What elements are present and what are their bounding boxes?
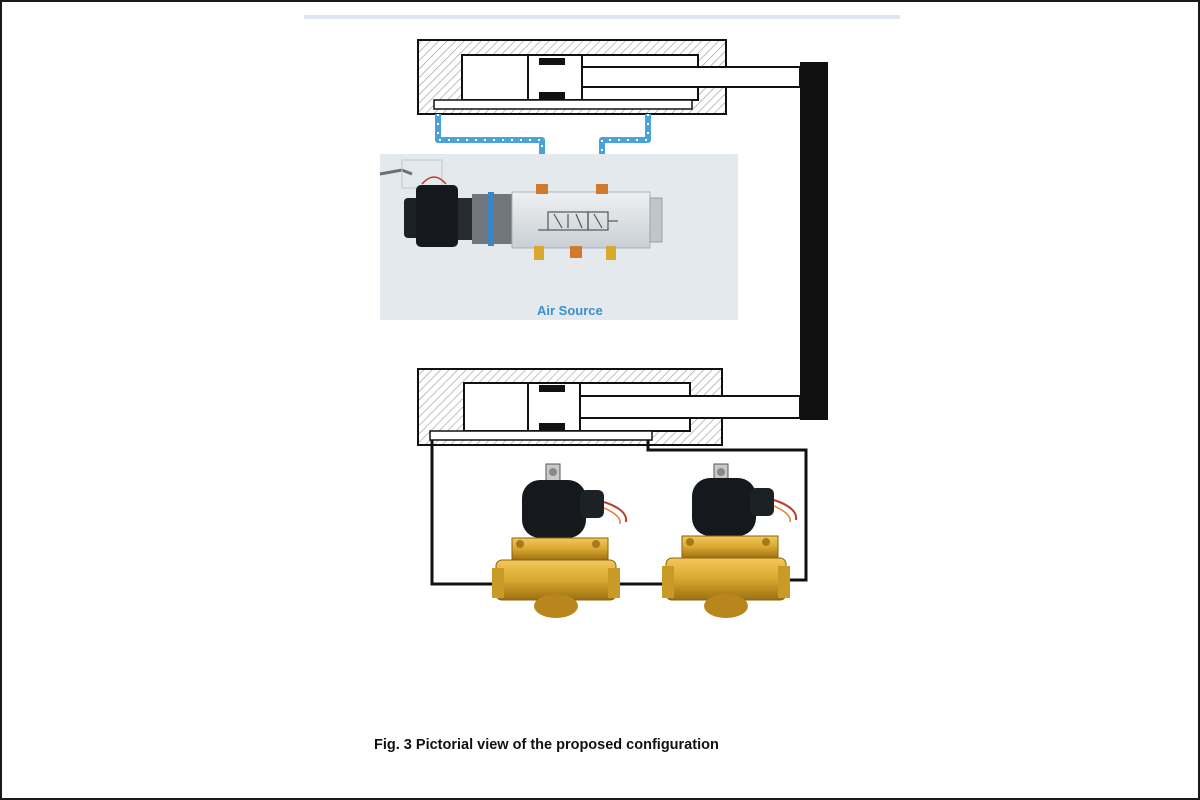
right-valve-body — [665, 557, 787, 601]
air-source-label: Air Source — [537, 303, 603, 318]
top-piston-rod — [581, 66, 801, 88]
valve-lines — [430, 440, 808, 586]
left-solenoid-valve — [492, 463, 628, 618]
top-cylinder — [417, 39, 801, 115]
top-divider — [304, 15, 900, 19]
connecting-bar — [800, 62, 828, 420]
bottom-piston-rod — [579, 395, 801, 419]
left-valve-coil — [522, 480, 586, 538]
bottom-cylinder — [417, 368, 801, 446]
right-solenoid-valve — [662, 463, 798, 618]
valve-body — [511, 191, 651, 249]
figure-caption: Fig. 3 Pictorial view of the proposed co… — [374, 737, 719, 753]
valve-symbol — [538, 211, 618, 231]
directional-valve-panel: Air Source — [379, 154, 738, 320]
right-valve-coil — [692, 478, 756, 536]
